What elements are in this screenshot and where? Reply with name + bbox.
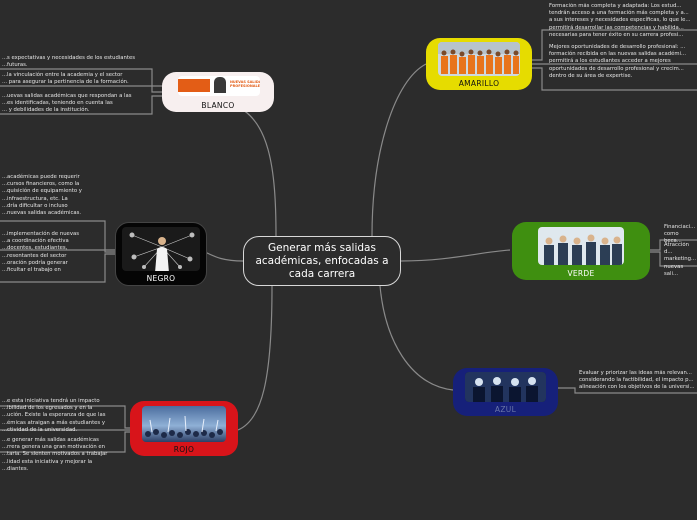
negro-image — [122, 227, 200, 271]
node-verde[interactable]: VERDE — [512, 222, 650, 280]
note-rojo-1[interactable]: ...e esta iniciativa tendrá un impacto .… — [2, 398, 106, 433]
note-blanco-3[interactable]: ...uevas salidas académicas que responda… — [2, 93, 132, 114]
note-amarillo-2[interactable]: Mejores oportunidades de desarrollo prof… — [549, 44, 687, 79]
connector-blanco — [229, 103, 277, 237]
central-topic-text: Generar más salidas académicas, enfocada… — [255, 241, 389, 280]
team-photo-illustration — [544, 234, 622, 265]
azul-image — [465, 372, 546, 402]
node-negro-label: NEGRO — [146, 274, 176, 283]
note-amarillo-1[interactable]: Formación más completa y adaptada: Los e… — [549, 3, 691, 38]
note-blanco-1[interactable]: ...s expectativas y necesidades de los e… — [2, 55, 135, 69]
banner-person — [214, 77, 226, 93]
connector-verde — [400, 249, 511, 262]
rojo-image — [142, 406, 226, 442]
banner-photo — [178, 79, 210, 92]
node-rojo[interactable]: ROJO — [130, 401, 238, 456]
note-azul-1[interactable]: Evaluar y priorizar las ideas más releva… — [579, 370, 695, 391]
note-negro-2[interactable]: ...implementación de nuevas ...a coordin… — [2, 231, 79, 274]
connector-rojo — [237, 285, 273, 431]
note-verde-2[interactable]: Atracción d... marketing... nuevas sali.… — [664, 242, 697, 277]
central-topic[interactable]: Generar más salidas académicas, enfocada… — [243, 236, 401, 286]
connector-amarillo — [371, 63, 427, 237]
node-verde-label: VERDE — [567, 269, 595, 278]
blanco-banner-image: NUEVAS SALIDAS PROFESIONALES — [178, 76, 260, 96]
node-amarillo[interactable]: AMARILLO — [426, 38, 532, 90]
node-rojo-label: ROJO — [173, 445, 195, 454]
node-blanco-label: BLANCO — [201, 101, 235, 110]
verde-image — [538, 227, 624, 265]
crowd-illustration — [145, 415, 223, 438]
banner-text: NUEVAS SALIDAS PROFESIONALES — [230, 80, 260, 88]
node-amarillo-label: AMARILLO — [458, 79, 500, 88]
note-blanco-2[interactable]: ...la vinculación entre la academia y el… — [2, 72, 129, 86]
note-negro-1[interactable]: ...académicas puede requerir ...cursos f… — [2, 174, 82, 217]
node-azul[interactable]: AZUL — [453, 368, 558, 416]
amarillo-image — [438, 42, 520, 76]
group-photo-illustration — [438, 42, 520, 74]
business-team-illustration — [465, 372, 546, 402]
connector-negro — [204, 251, 244, 262]
note-rojo-2[interactable]: ...e generar más salidas académicas ...r… — [2, 437, 108, 472]
node-negro[interactable]: NEGRO — [115, 222, 207, 286]
note-verde-1[interactable]: Financiaci... como beca... — [664, 224, 696, 245]
node-blanco[interactable]: NUEVAS SALIDAS PROFESIONALES BLANCO — [162, 72, 274, 112]
network-illustration — [129, 232, 195, 271]
node-azul-label: AZUL — [494, 405, 517, 414]
connector-azul — [379, 285, 454, 391]
